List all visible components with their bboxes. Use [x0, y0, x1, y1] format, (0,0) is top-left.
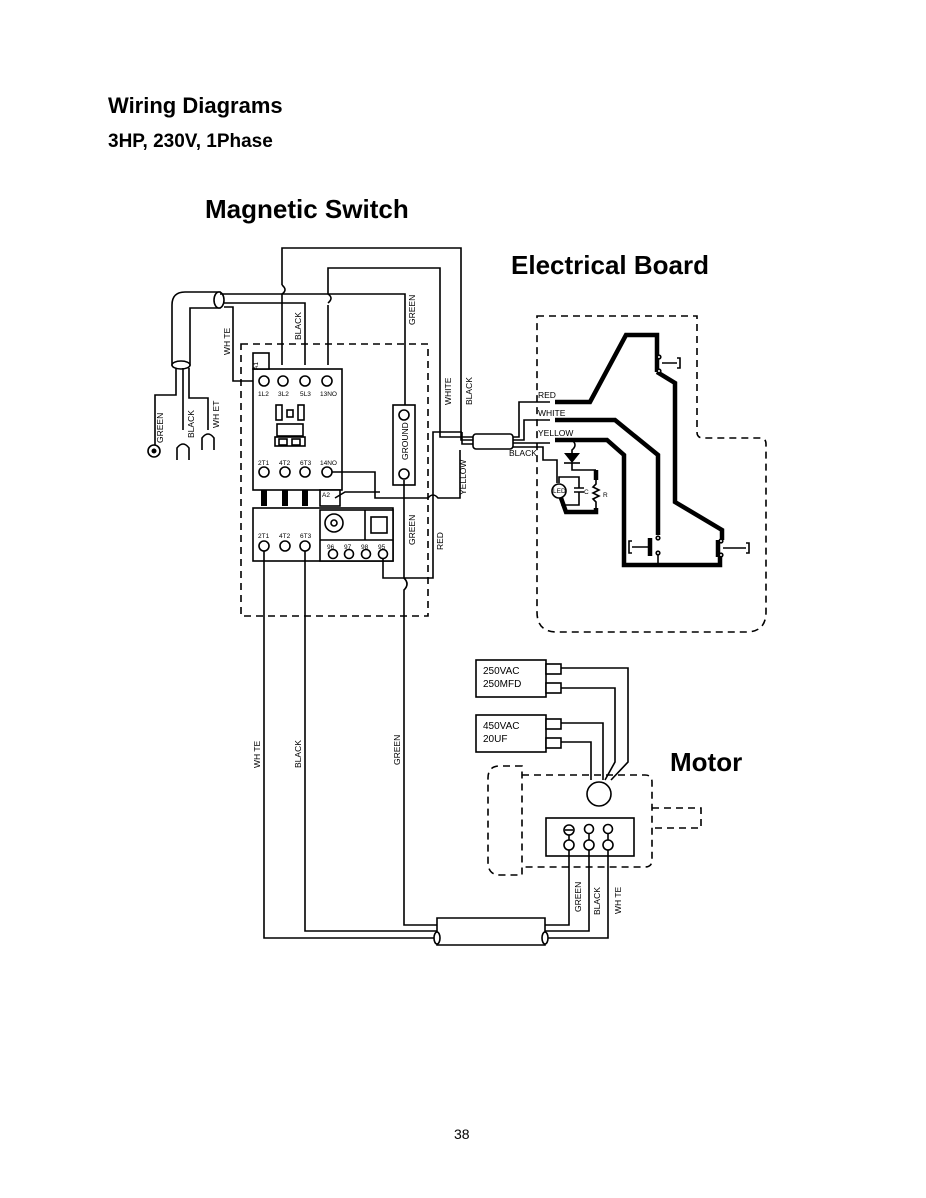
- switch-bottom-right: [715, 538, 750, 558]
- black-top-label: BLACK: [293, 312, 303, 340]
- black-fork-terminal: [176, 443, 190, 460]
- page-title: Wiring Diagrams: [108, 93, 283, 118]
- ol-terminal-98: [360, 548, 372, 560]
- board-red-label: RED: [538, 390, 556, 400]
- magnetic-switch-heading: Magnetic Switch: [205, 194, 409, 224]
- run-cap-voltage: 450VAC: [483, 721, 520, 732]
- white-down-label: WH TE: [252, 740, 262, 768]
- motor-black-label: BLACK: [592, 887, 602, 915]
- ground-bar: GROUND: [392, 404, 416, 486]
- board-traces: LED C R: [551, 332, 750, 568]
- ground-label: GROUND: [400, 422, 410, 460]
- white-fork-terminal: [201, 433, 215, 450]
- ol-terminal-97: [343, 548, 355, 560]
- ol-label-96: 96: [327, 544, 335, 551]
- green-mid-label: GREEN: [407, 515, 417, 545]
- start-capacitor: 250VAC 250MFD: [475, 659, 562, 698]
- ol-label-97: 97: [344, 544, 352, 551]
- label-4t2: 4T2: [279, 460, 291, 467]
- black-cable-label: BLACK: [464, 377, 474, 405]
- start-cap-rating: 250MFD: [483, 679, 521, 690]
- motor: [487, 765, 702, 876]
- white-cable-label: WHITE: [443, 377, 453, 405]
- board-black-label: BLACK: [509, 448, 537, 458]
- green-top-label: GREEN: [407, 295, 417, 325]
- switch-bottom-left: [628, 535, 661, 556]
- electrical-board-enclosure: [536, 315, 767, 633]
- switch-top: [654, 354, 681, 374]
- board-white-label: WHITE: [538, 408, 566, 418]
- green-down-label: GREEN: [392, 735, 402, 765]
- black-down-label: BLACK: [293, 740, 303, 768]
- capacitor-label: C: [584, 489, 589, 496]
- terminal-3l2: [277, 375, 289, 387]
- cord-black-label: BLACK: [186, 410, 196, 438]
- board-yellow-label: YELLOW: [538, 428, 573, 438]
- run-cap-rating: 20UF: [483, 734, 507, 745]
- motor-junction: [586, 781, 612, 807]
- motor-white-label: WH TE: [613, 886, 623, 914]
- page-subtitle: 3HP, 230V, 1Phase: [108, 131, 273, 152]
- start-cap-voltage: 250VAC: [483, 666, 520, 677]
- cord-green-label: GREEN: [155, 413, 165, 443]
- label-14no: 14NO: [320, 460, 337, 467]
- ol-terminal-6t3: [299, 540, 311, 552]
- label-5l3: 5L3: [300, 391, 311, 398]
- magnetic-switch-enclosure: [240, 343, 429, 617]
- terminal-4t2: [279, 466, 291, 478]
- diode-icon: [564, 453, 580, 463]
- switch-wiring: YELLOW GREEN RED WH TE BLACK GREEN: [252, 431, 468, 939]
- ol-terminal-4t2: [279, 540, 291, 552]
- coil-a1-label: A1: [253, 362, 260, 370]
- cord-white-upper-label: WH TE: [222, 327, 232, 355]
- label-3l2: 3L2: [278, 391, 289, 398]
- ol-label-4t2: 4T2: [279, 533, 291, 540]
- led-icon: [551, 483, 567, 499]
- terminal-14no: [321, 466, 333, 478]
- ol-label-98: 98: [361, 544, 369, 551]
- cord-white-label: WH ET: [211, 401, 221, 428]
- label-13no: 13NO: [320, 391, 337, 398]
- label-2t1: 2T1: [258, 460, 270, 467]
- ol-label-95: 95: [378, 544, 386, 551]
- terminal-13no: [321, 375, 333, 387]
- ol-terminal-95: [377, 548, 389, 560]
- ol-label-2t1: 2T1: [258, 533, 270, 540]
- terminal-5l3: [299, 375, 311, 387]
- motor-cable: GREEN BLACK WH TE: [433, 850, 623, 946]
- motor-heading: Motor: [670, 747, 743, 777]
- page-number: 38: [454, 1126, 470, 1142]
- ol-terminal-96: [327, 548, 339, 560]
- led-label: LED: [553, 488, 566, 495]
- contactor: A1 1L2 3L2 5L3 13NO 2T1 4T2 6T3 14NO A2: [252, 352, 343, 507]
- yellow-label: YELLOW: [458, 460, 468, 495]
- terminal-2t1: [258, 466, 270, 478]
- label-6t3: 6T3: [300, 460, 312, 467]
- ol-label-6t3: 6T3: [300, 533, 312, 540]
- overload-relay: 2T1 4T2 6T3 96 97 98 95: [252, 507, 394, 562]
- run-capacitor: 450VAC 20UF: [475, 714, 562, 753]
- motor-green-label: GREEN: [573, 882, 583, 912]
- resistor-label: R: [603, 492, 608, 499]
- electrical-board-heading: Electrical Board: [511, 250, 709, 280]
- power-cord: GREEN BLACK WH ET WH TE: [147, 291, 296, 460]
- resistor-icon: [591, 480, 601, 510]
- terminal-6t3: [299, 466, 311, 478]
- coil-a2-label: A2: [322, 492, 330, 499]
- label-1l2: 1L2: [258, 391, 269, 398]
- terminal-1l2: [258, 375, 270, 387]
- ol-terminal-2t1: [258, 540, 270, 552]
- red-mid-label: RED: [435, 532, 445, 550]
